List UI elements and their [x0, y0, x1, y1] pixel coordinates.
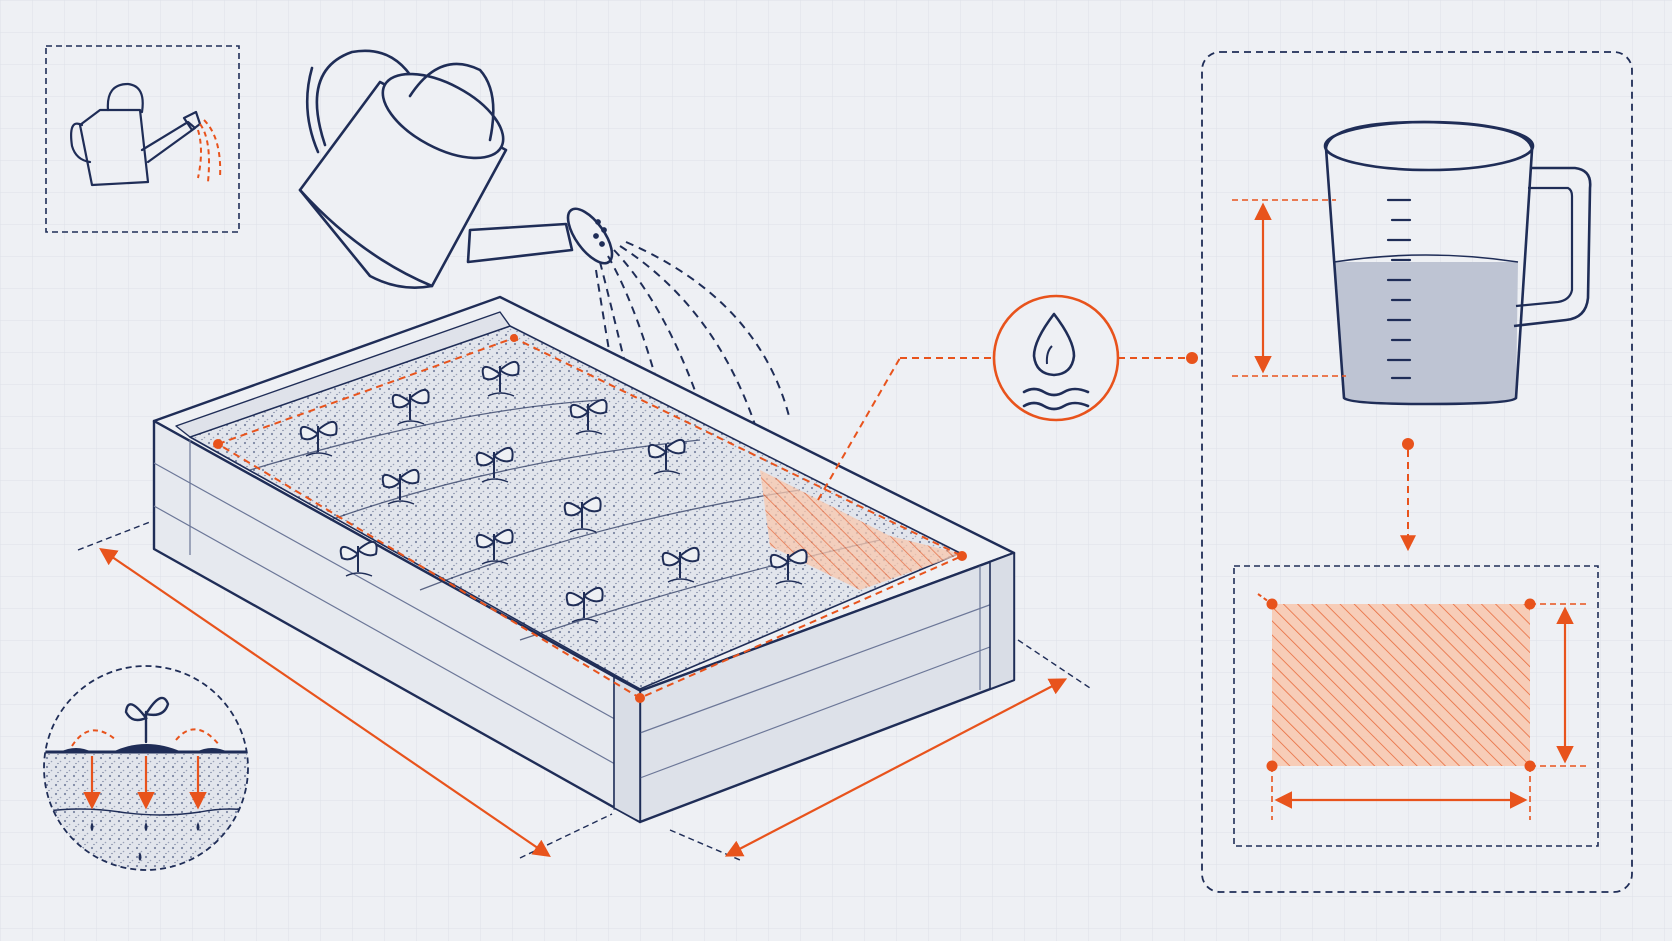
area-panel — [1233, 565, 1599, 847]
seedling-icon — [661, 547, 700, 583]
seedling-icon — [391, 389, 430, 425]
jug-measurement-ticks — [1386, 198, 1412, 380]
seedling-icon — [124, 696, 170, 744]
seedling-icon — [569, 399, 608, 435]
connector-dot — [1186, 352, 1198, 364]
flow-start-dot — [1402, 438, 1414, 450]
seedling-icon — [769, 549, 808, 585]
seedling-icon — [563, 497, 602, 533]
seedling-icon — [381, 469, 420, 505]
area-width-dimension — [1271, 766, 1531, 820]
seedling-icon — [475, 447, 514, 483]
soil-area-outline — [215, 336, 965, 700]
bed-width-dimension — [669, 639, 1091, 861]
wet-soil-zone — [760, 470, 962, 590]
seedling-icon — [481, 361, 520, 397]
jug-water-fill — [1334, 262, 1518, 404]
area-height-dimension — [1530, 603, 1586, 767]
jug-height-dimension — [1232, 199, 1346, 377]
measuring-jug-icon — [1323, 120, 1592, 406]
seedling-icon — [647, 439, 686, 475]
leader-bed-to-drop — [817, 357, 901, 501]
soil-area-corner-markers — [213, 334, 967, 703]
water-stream-small — [197, 119, 222, 183]
main-watering-can — [298, 49, 614, 289]
hatched-area-rectangle — [1272, 604, 1530, 766]
seedling-icon — [565, 587, 604, 623]
volume-calculation-panel — [1201, 51, 1633, 893]
water-drop-icon — [992, 294, 1120, 422]
seedling-icon — [475, 529, 514, 565]
seedling-icon — [299, 421, 338, 457]
watering-can-thumbnail-panel — [45, 45, 240, 233]
watering-can-icon — [70, 82, 202, 187]
bed-length-dimension — [77, 521, 613, 859]
